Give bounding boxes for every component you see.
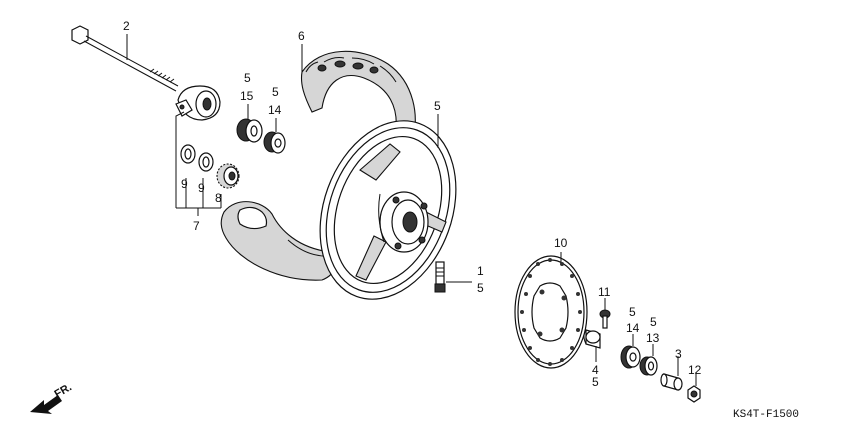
callout-7: 7: [193, 219, 200, 233]
callout-5: 5: [592, 375, 599, 389]
washer-9a: [180, 144, 196, 164]
callout-9: 9: [181, 177, 188, 191]
callout-5: 5: [650, 315, 657, 329]
callout-14: 14: [626, 321, 640, 335]
callout-14: 14: [268, 103, 282, 117]
speedometer-gear-8: [216, 163, 240, 189]
washer-9b: [198, 152, 214, 172]
callout-5: 5: [629, 305, 636, 319]
callout-5: 5: [272, 85, 279, 99]
callout-1: 1: [477, 264, 484, 278]
drawing-code: KS4T-F1500: [733, 409, 799, 421]
callout-4: 4: [592, 363, 599, 377]
callout-11: 11: [598, 285, 611, 299]
speedometer-gearbox: [175, 85, 221, 121]
front-direction-arrow: FR.: [30, 381, 74, 414]
bearing-14-lower: [620, 345, 641, 369]
spacer-4: [583, 329, 601, 349]
callout-15: 15: [240, 89, 254, 103]
callout-5: 5: [477, 281, 484, 295]
bracket-left: [175, 111, 185, 208]
callout-2: 2: [123, 19, 130, 33]
disc-bolt-11: [599, 309, 611, 329]
callout-13: 13: [646, 331, 660, 345]
callout-12: 12: [688, 363, 702, 377]
axle-nut-12: [687, 385, 701, 403]
bearing-14-upper: [263, 131, 286, 154]
callout-6: 6: [298, 29, 305, 43]
callout-3: 3: [675, 347, 682, 361]
side-collar-3: [660, 373, 683, 391]
callout-9: 9: [198, 181, 205, 195]
callout-5: 5: [434, 99, 441, 113]
direction-label: FR.: [53, 381, 74, 400]
wheel-rim: [319, 120, 457, 300]
callout-8: 8: [215, 191, 222, 205]
brake-disc: [514, 255, 588, 369]
callout-5: 5: [244, 71, 251, 85]
axle-bolt: [71, 25, 179, 92]
valve-stem: [434, 261, 446, 293]
bearing-15: [236, 118, 263, 143]
callout-10: 10: [554, 236, 568, 250]
dust-seal-13: [639, 356, 658, 376]
